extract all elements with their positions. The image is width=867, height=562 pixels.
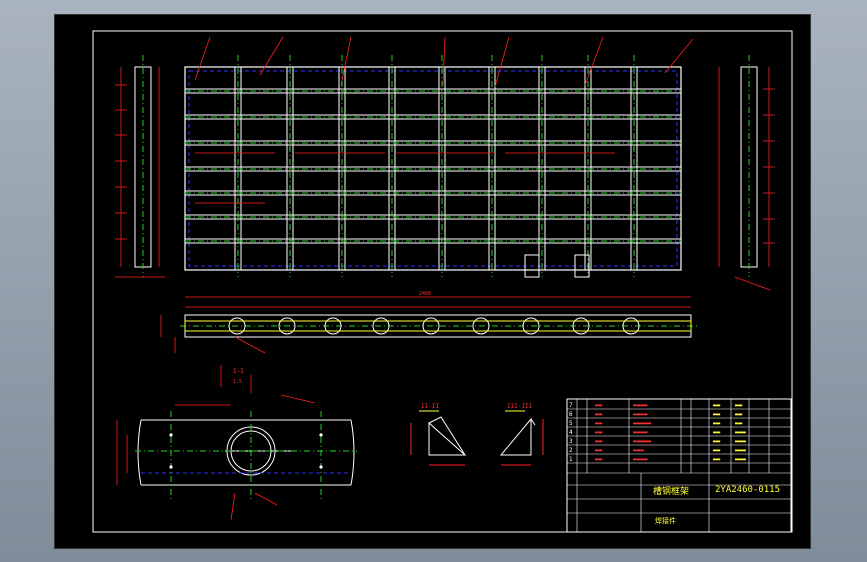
drawing-border [92,30,793,533]
svg-text:▬▬: ▬▬ [595,447,603,454]
svg-text:▬▬: ▬▬ [735,411,743,418]
svg-text:▬▬▬: ▬▬▬ [735,456,746,463]
svg-text:▬▬▬▬: ▬▬▬▬ [633,402,648,409]
elevation-view [160,296,697,354]
drawing-number: 2YA2460-0115 [715,485,780,495]
title-block: ▬▬▬▬ ▬▬▬▬ ▬▬▬▬ ▬▬ ▬▬▬▬▬▬▬▬ ▬▬▬▬▬▬▬▬▬ ▬▬▬… [566,398,792,533]
svg-text:▬▬: ▬▬ [713,420,721,427]
welded-part-label: 焊接件 [655,516,676,525]
svg-text:▬▬▬: ▬▬▬ [735,438,746,445]
right-side-view [718,55,775,291]
svg-text:▬▬: ▬▬ [595,429,603,436]
svg-text:▬▬: ▬▬ [595,456,603,463]
bom-row-no: 6 [569,411,573,418]
svg-text:▬▬: ▬▬ [735,420,743,427]
overall-dimension: 2460 [419,291,431,297]
cad-drawing-canvas: ▬▬▬▬ ▬▬▬▬ ▬▬▬▬ ▬▬ ▬▬▬▬▬▬▬▬ ▬▬▬▬▬▬▬▬▬ ▬▬▬… [92,30,793,533]
bom-row-no: 7 [569,402,573,409]
part-name: 槽钢框架 [653,485,689,497]
gusset-detail-1 [410,410,467,466]
svg-text:▬▬▬▬▬: ▬▬▬▬▬ [633,438,651,445]
svg-text:▬▬: ▬▬ [595,420,603,427]
gusset-detail-2 [499,410,544,466]
section-detail-view [116,365,357,521]
svg-text:▬▬: ▬▬ [713,447,721,454]
bom-row-no: 4 [569,429,573,436]
svg-text:▬▬▬: ▬▬▬ [735,447,746,454]
svg-text:▬▬: ▬▬ [713,438,721,445]
svg-text:▬▬▬▬: ▬▬▬▬ [633,429,648,436]
svg-text:▬▬: ▬▬ [595,411,603,418]
svg-text:▬▬▬▬: ▬▬▬▬ [633,411,648,418]
svg-text:▬▬: ▬▬ [595,402,603,409]
svg-text:▬▬: ▬▬ [713,456,721,463]
svg-text:▬▬▬: ▬▬▬ [735,429,746,436]
svg-text:▬▬▬: ▬▬▬ [633,447,644,454]
svg-text:▬▬: ▬▬ [595,438,603,445]
section-label: I-I [233,368,244,375]
left-side-view [115,55,165,278]
svg-text:▬▬: ▬▬ [735,402,743,409]
plan-view [184,36,694,278]
detail-label-1: II-II [421,403,439,410]
svg-text:▬▬: ▬▬ [713,402,721,409]
svg-text:▬▬▬▬: ▬▬▬▬ [633,456,648,463]
svg-text:▬▬: ▬▬ [713,411,721,418]
bom-row-no: 2 [569,447,573,454]
svg-text:▬▬: ▬▬ [713,429,721,436]
detail-label-2: III-III [507,403,533,410]
svg-text:▬▬▬▬▬: ▬▬▬▬▬ [633,420,651,427]
drawing-sheet: ▬▬▬▬ ▬▬▬▬ ▬▬▬▬ ▬▬ ▬▬▬▬▬▬▬▬ ▬▬▬▬▬▬▬▬▬ ▬▬▬… [55,15,810,548]
bom-row-no: 3 [569,438,573,445]
bom-row-no: 1 [569,456,573,463]
bom-row-no: 5 [569,420,573,427]
section-scale: 1:5 [233,379,242,385]
